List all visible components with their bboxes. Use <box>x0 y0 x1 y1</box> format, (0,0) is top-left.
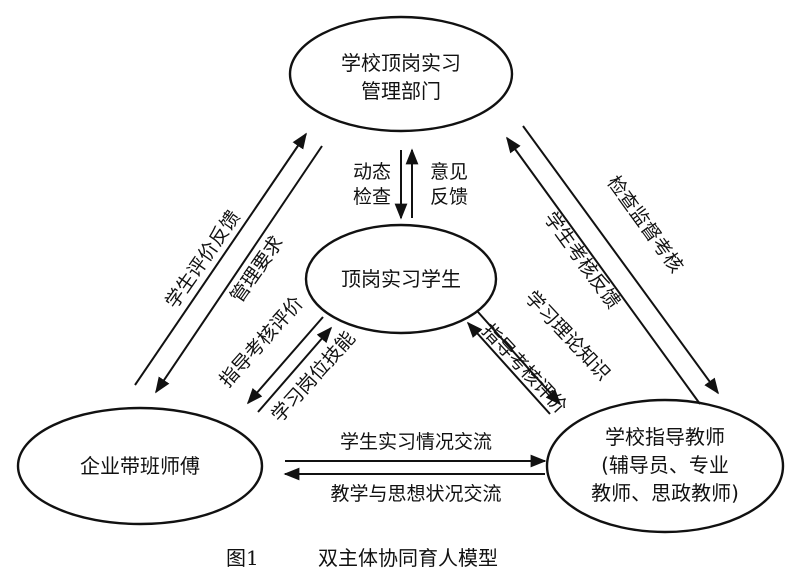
node-enterprise-mentor: 企业带班师傅 <box>16 406 264 526</box>
arrow-enterprise-to-mgmt <box>134 132 307 386</box>
arrow-mgmt-to-enterprise <box>155 145 323 394</box>
node-school-teacher: 学校指导教师 (辅导员、专业 教师、思政教师) <box>545 398 785 534</box>
label-internship-exchange: 学生实习情况交流 <box>340 431 492 453</box>
label-student-assessment-feedback: 学生考核反馈 <box>539 208 624 313</box>
label-teaching-exchange: 教学与思想状况交流 <box>330 483 501 505</box>
label-guidance-evaluation-left: 指导考核评价 <box>215 292 308 391</box>
node-school-teacher-line3: 教师、思政教师) <box>591 481 739 505</box>
arrow-student-to-teacher <box>477 311 562 406</box>
node-enterprise-mentor-label: 企业带班师傅 <box>80 454 200 478</box>
label-inspection-supervision: 检查监督考核 <box>602 172 687 277</box>
label-dynamic-check: 动态检查 <box>353 161 391 208</box>
node-student-label: 顶岗实习学生 <box>341 267 461 291</box>
arrow-mgmt-to-teacher <box>522 125 719 395</box>
arrow-teacher-to-mgmt <box>506 136 701 405</box>
node-school-management-line2: 管理部门 <box>361 79 441 103</box>
node-school-management-line1: 学校顶岗实习 <box>341 51 461 75</box>
arrow-student-to-enterprise <box>246 316 324 405</box>
node-school-management: 学校顶岗实习 管理部门 <box>288 15 514 133</box>
figure-title: 双主体协同育人模型 <box>318 546 498 570</box>
figure-number: 图1 <box>226 546 259 570</box>
node-school-teacher-line2: (辅导员、专业 <box>601 453 729 477</box>
label-feedback: 意见反馈 <box>430 161 468 208</box>
label-learn-job-skills: 学习岗位技能 <box>267 327 360 426</box>
arrow-teacher-to-student <box>466 321 551 415</box>
node-student: 顶岗实习学生 <box>304 223 498 335</box>
arrow-enterprise-to-student <box>257 326 333 413</box>
node-school-teacher-line1: 学校指导教师 <box>605 425 725 449</box>
